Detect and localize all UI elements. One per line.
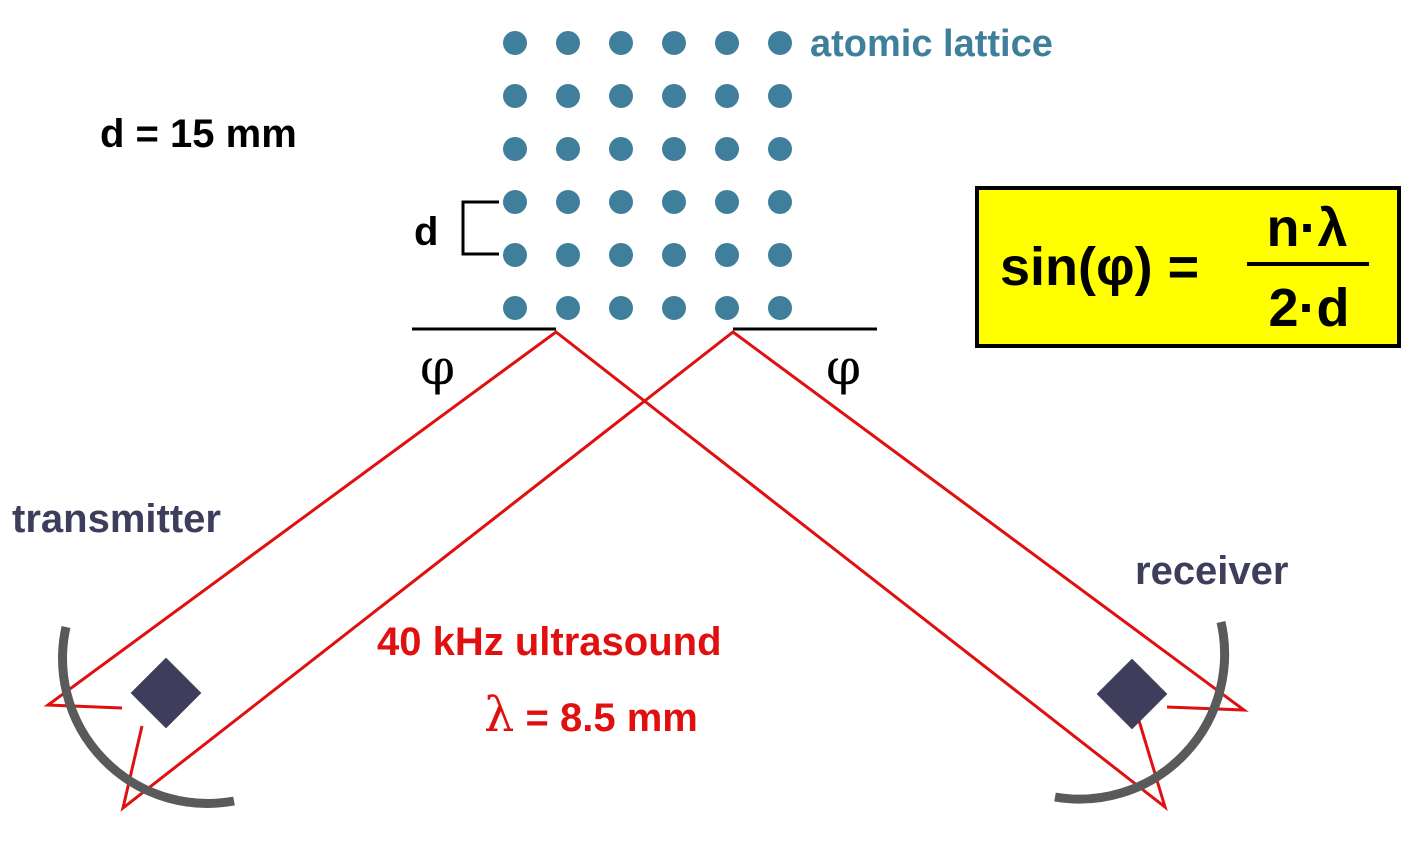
lattice-label: atomic lattice bbox=[810, 23, 1053, 65]
receiver-label: receiver bbox=[1135, 549, 1288, 593]
lattice-atom bbox=[503, 31, 527, 55]
lattice-atom bbox=[556, 31, 580, 55]
lattice-atom bbox=[503, 243, 527, 267]
bragg-formula-box: sin(φ) = n·λ 2·d bbox=[975, 186, 1401, 348]
lattice-atom bbox=[609, 296, 633, 320]
lattice-atom bbox=[662, 31, 686, 55]
lattice-atom bbox=[768, 243, 792, 267]
transmitter-device bbox=[58, 626, 235, 808]
atomic-lattice bbox=[503, 31, 792, 320]
formula-denominator: 2·d bbox=[1269, 278, 1350, 338]
lattice-atom bbox=[768, 31, 792, 55]
lattice-atom bbox=[609, 243, 633, 267]
formula-numerator: n·λ bbox=[1267, 198, 1348, 258]
lattice-atom bbox=[556, 190, 580, 214]
lattice-atom bbox=[715, 31, 739, 55]
lattice-atom bbox=[556, 243, 580, 267]
lattice-atom bbox=[662, 243, 686, 267]
frequency-label: 40 kHz ultrasound bbox=[377, 620, 722, 664]
wavelength-label: λ = 8.5 mm bbox=[484, 687, 698, 743]
lattice-atom bbox=[556, 296, 580, 320]
lattice-atom bbox=[768, 84, 792, 108]
spacing-value-label: d = 15 mm bbox=[100, 112, 297, 156]
wavelength-value: = 8.5 mm bbox=[514, 696, 697, 740]
lattice-atom bbox=[715, 190, 739, 214]
lattice-atom bbox=[715, 84, 739, 108]
lattice-atom bbox=[609, 190, 633, 214]
receiver-device bbox=[1054, 621, 1230, 804]
receiver-element bbox=[1096, 658, 1168, 730]
lattice-atom bbox=[609, 137, 633, 161]
lattice-atom bbox=[662, 84, 686, 108]
lattice-atom bbox=[715, 243, 739, 267]
lattice-atom bbox=[556, 137, 580, 161]
formula-lhs: sin(φ) = bbox=[1000, 237, 1199, 297]
spacing-bracket bbox=[461, 200, 499, 256]
lattice-atom bbox=[662, 137, 686, 161]
lattice-atom bbox=[715, 137, 739, 161]
lattice-atom bbox=[662, 190, 686, 214]
lattice-atom bbox=[609, 84, 633, 108]
lattice-atom bbox=[768, 296, 792, 320]
angle-right-label: φ bbox=[826, 338, 861, 396]
transmitter-reflector bbox=[58, 626, 235, 808]
lattice-atom bbox=[503, 296, 527, 320]
lattice-atom bbox=[503, 190, 527, 214]
lattice-atom bbox=[556, 84, 580, 108]
wavelength-symbol: λ bbox=[484, 687, 514, 743]
lattice-atom bbox=[503, 84, 527, 108]
angle-left-label: φ bbox=[420, 338, 455, 396]
lattice-atom bbox=[715, 296, 739, 320]
lattice-atom bbox=[768, 137, 792, 161]
spacing-marker-label: d bbox=[414, 210, 438, 254]
lattice-atom bbox=[503, 137, 527, 161]
transmitter-element bbox=[130, 657, 202, 729]
receiver-reflector bbox=[1054, 621, 1230, 804]
transmitter-label: transmitter bbox=[12, 497, 221, 541]
formula-background bbox=[975, 186, 1401, 348]
lattice-atom bbox=[609, 31, 633, 55]
lattice-atom bbox=[662, 296, 686, 320]
lattice-atom bbox=[768, 190, 792, 214]
